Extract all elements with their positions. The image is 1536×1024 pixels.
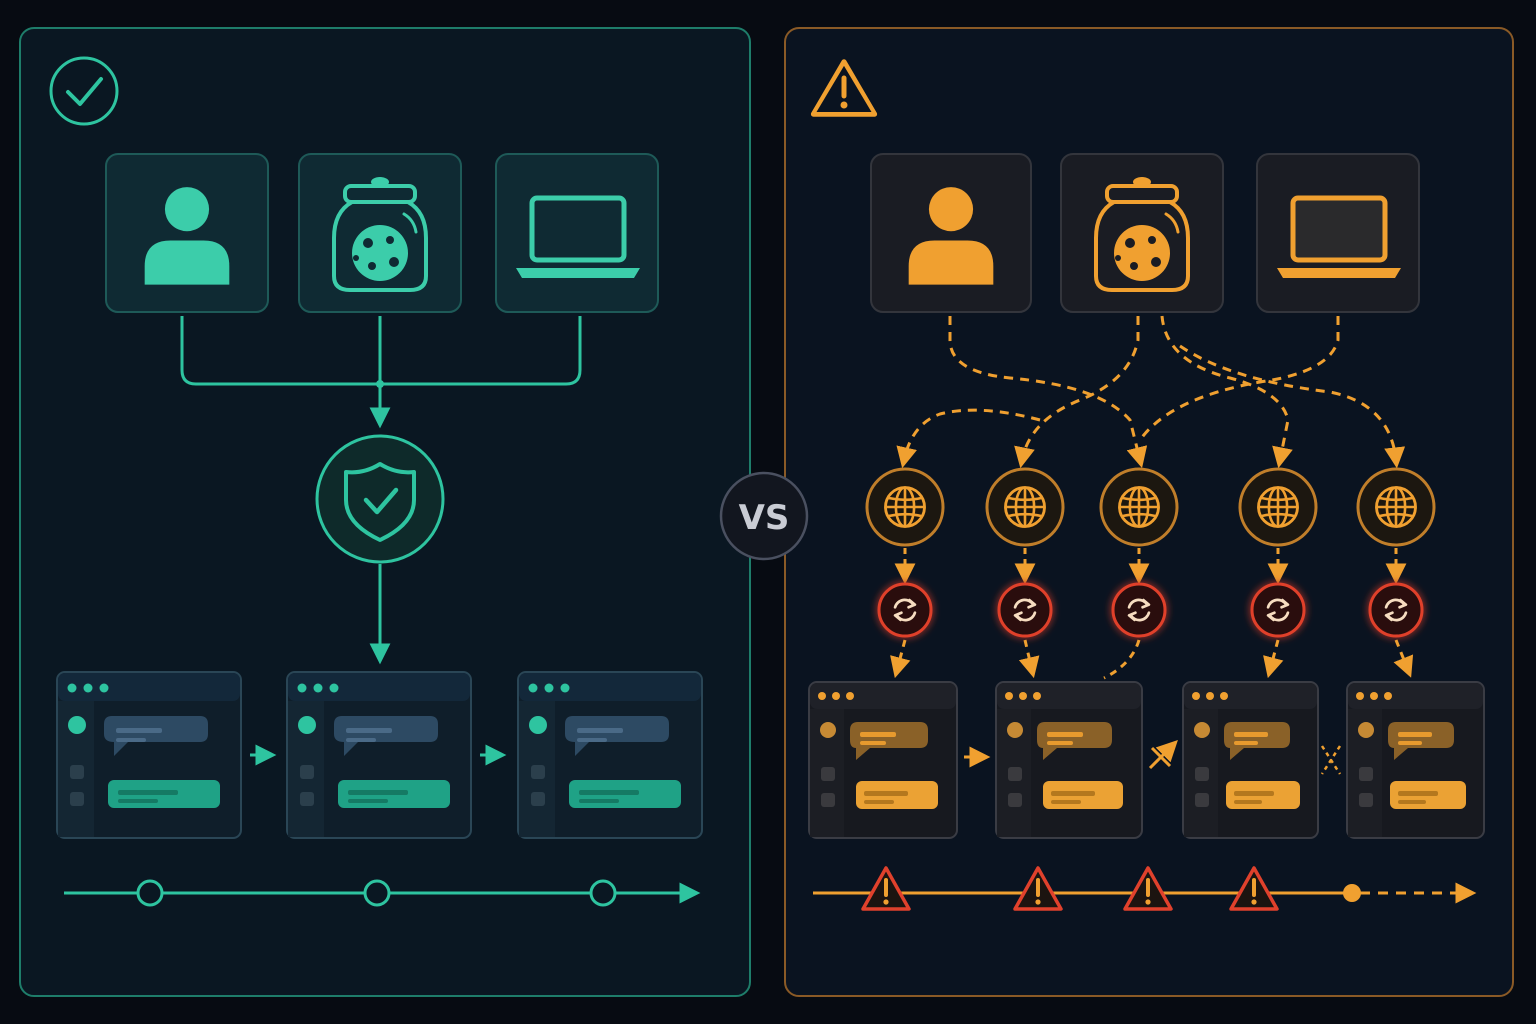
globe-node [1099,467,1179,547]
cookie-jar-icon [332,177,428,292]
session-window-3 [1182,681,1319,839]
globe-to-error-arrows [894,548,1407,585]
shield-check-icon [315,434,445,564]
unsafe-flow-panel [784,27,1514,997]
globe-icon [1118,486,1160,528]
check-circle-icon [49,56,119,126]
secure-timeline [64,879,701,907]
tile-laptop [495,153,659,313]
vs-label: VS [739,498,790,538]
globe-node [1356,467,1436,547]
tile-cookie-jar [298,153,462,313]
timeline-node [1343,884,1361,902]
refresh-error-node [1368,582,1424,638]
globe-nodes [865,467,1436,547]
unsafe-timeline [813,866,1477,911]
merge-connectors [180,316,582,429]
timeline-warning-icon [861,866,911,911]
timeline-node [363,879,391,907]
session-window-2 [286,671,472,839]
globe-icon [884,486,926,528]
broken-link-1 [1148,740,1178,770]
tile-cookie-jar [1060,153,1224,313]
globe-icon [1004,486,1046,528]
tile-user [105,153,269,313]
session-window-2 [995,681,1143,839]
tile-laptop [1256,153,1420,313]
timeline-node [589,879,617,907]
cookie-jar-icon [1094,177,1190,292]
globe-icon [1257,486,1299,528]
warning-triangle-header-fix [811,60,877,116]
globe-icon [1375,486,1417,528]
broken-link-2 [1320,745,1342,775]
timeline-node [136,879,164,907]
session-window-1 [808,681,958,839]
laptop-icon [516,195,640,278]
error-to-window-arrows [890,639,1414,680]
secure-flow-panel [19,27,751,997]
refresh-error-node [1111,582,1167,638]
session-window-4 [1346,681,1485,839]
globe-node [1238,467,1318,547]
timeline-warning-icon [1229,866,1279,911]
globe-node [865,467,945,547]
tile-user [870,153,1032,313]
timeline-warning-icon [1013,866,1063,911]
session-window-1 [56,671,242,839]
refresh-error-node [877,582,933,638]
refresh-error-node [997,582,1053,638]
session-window-3 [517,671,703,839]
laptop-icon [1277,195,1401,278]
globe-node [985,467,1065,547]
refresh-error-node [1250,582,1306,638]
tangled-connectors [896,315,1406,469]
timeline-warning-icon [1123,866,1173,911]
refresh-error-nodes [877,582,1424,638]
vs-badge: VS [719,471,809,561]
